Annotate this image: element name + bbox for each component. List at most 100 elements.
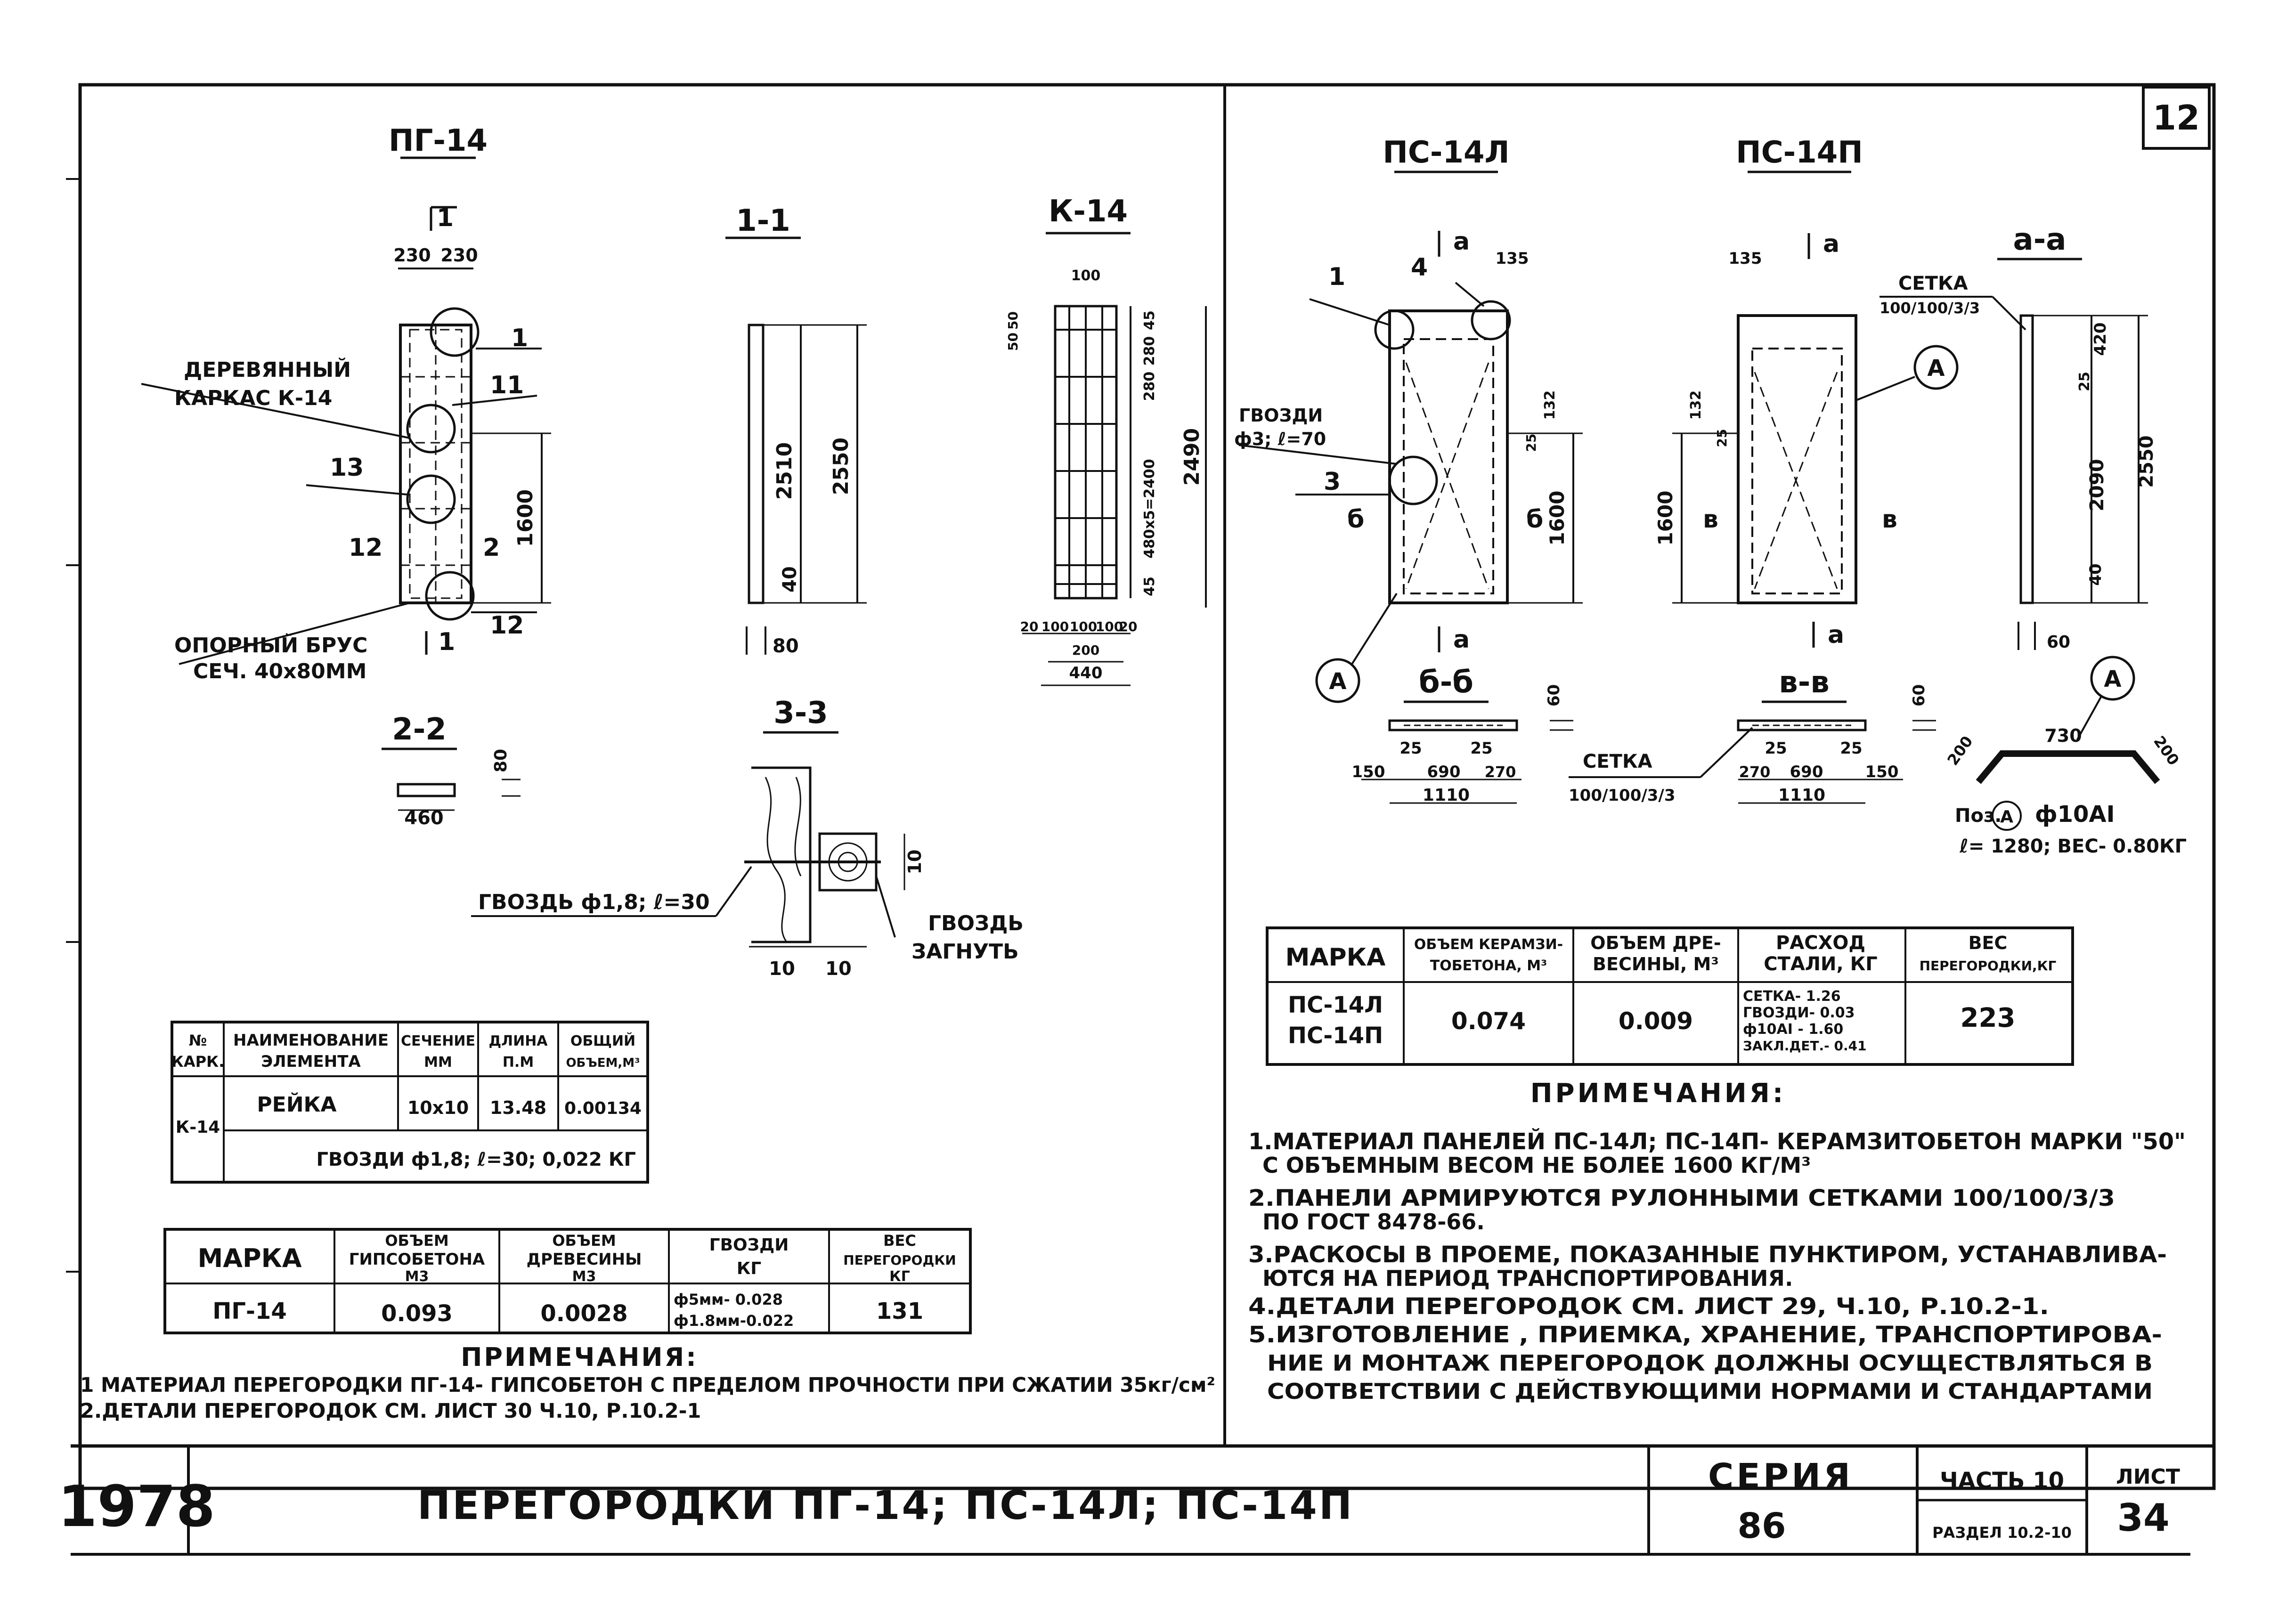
section-3-3-dim-left: 10	[769, 958, 795, 980]
pg14-table-h-wood-2: ДРЕВЕСИНЫ	[527, 1250, 642, 1269]
section-3-3-nail-right-2: ЗАГНУТЬ	[911, 940, 1019, 964]
pg14-beam-label-1: ОПОРНЫЙ БРУС	[174, 633, 367, 658]
section-b-b: б-б 60 150 25 690 25 270 1110	[1352, 665, 1573, 805]
ps-table-h-mark: МАРКА	[1286, 943, 1386, 972]
notes-right-line-4: ПО ГОСТ 8478-66.	[1262, 1209, 1485, 1234]
ps-table-h-steel-2: СТАЛИ, КГ	[1764, 953, 1878, 975]
section-b-b-title: б-б	[1419, 665, 1473, 700]
ps14p-callout-a: A	[1927, 355, 1945, 382]
section-2-2-dim-460: 460	[404, 807, 444, 829]
ps-table-mark-2: ПС-14П	[1288, 1023, 1383, 1049]
ps-table-h-wood-2: ВЕСИНЫ, М³	[1593, 954, 1719, 974]
pg14-dim-top-1: 230	[393, 245, 431, 266]
k14-table-mark: К-14	[176, 1118, 220, 1137]
ps14l-cut-b-right: б	[1526, 505, 1543, 534]
section-a-a-dim-2090: 2090	[2086, 459, 2108, 511]
section-v-v-mesh-label-1: СЕТКА	[1583, 751, 1652, 772]
k14-dim-bottom-100c: 100	[1096, 619, 1123, 634]
ps14l-callout-3: 3	[1324, 468, 1341, 496]
section-1-1-dim-80: 80	[773, 635, 799, 657]
ps14l-nails-label-1: ГВОЗДИ	[1239, 405, 1323, 426]
pg14-table-h-weight-1: ВЕС	[883, 1232, 916, 1250]
section-1-1-title: 1-1	[736, 203, 790, 238]
section-1-1: 1-1 2510 2550 40 80	[725, 203, 867, 657]
section-2-2-title: 2-2	[392, 712, 447, 747]
ps14l-callout-1: 1	[1328, 263, 1345, 291]
ps14l-dim-135: 135	[1496, 249, 1529, 268]
notes-left-title: ПРИМЕЧАНИЯ:	[461, 1342, 698, 1372]
pg14-table-gyps: 0.093	[381, 1300, 453, 1327]
notes-right-line-8: 5.ИЗГОТОВЛЕНИЕ , ПРИЕМКА, ХРАНЕНИЕ, ТРАН…	[1248, 1322, 2162, 1348]
notes-right-line-3: 2.ПАНЕЛИ АРМИРУЮТСЯ РУЛОННЫМИ СЕТКАМИ 10…	[1248, 1185, 2115, 1211]
pg14-table-nails-2: ф1.8мм-0.022	[674, 1312, 794, 1330]
pg14-table-h-gyps-2: ГИПСОБЕТОНА	[349, 1250, 485, 1269]
k14-title: К-14	[1049, 194, 1128, 229]
ps-table-h-steel-1: РАСХОД	[1776, 932, 1865, 954]
k14-dim-top: 100	[1071, 268, 1101, 284]
pg14-cut-2-left: 12	[349, 534, 382, 562]
sheet-frame	[66, 83, 2216, 1556]
ps14l-dim-132: 132	[1542, 390, 1558, 420]
ps-table-h-weight-1: ВЕС	[1969, 933, 2008, 953]
section-a-a-title: a-a	[2013, 222, 2067, 257]
ps14p-mesh-label-2: 100/100/3/3	[1879, 299, 1980, 317]
pg14-cut-2-right: 2	[483, 534, 500, 562]
detail-a-dim-200-right: 200	[2150, 732, 2182, 769]
ps14l-callout-4: 4	[1411, 253, 1428, 282]
pg14-table-h-wood-1: ОБЪЕМ	[552, 1232, 616, 1250]
pg14-cut-mark-bottom: 1	[438, 628, 455, 656]
ps14p-dim-25: 25	[1714, 429, 1730, 447]
ps-table-h-concrete-2: ТОБЕТОНА, М³	[1430, 958, 1547, 974]
section-b-b-dim-25a: 25	[1399, 739, 1422, 758]
notes-left-item-2: 2.ДЕТАЛИ ПЕРЕГОРОДОК СМ. ЛИСТ 30 Ч.10, Р…	[80, 1399, 701, 1423]
ps14p-cut-v-right: в	[1882, 505, 1897, 534]
title-block-year: 1978	[58, 1474, 215, 1540]
ps14p-title: ПС-14П	[1736, 135, 1863, 170]
section-b-b-dim-270: 270	[1485, 763, 1516, 781]
k14-table-h-no-1: №	[189, 1031, 207, 1049]
k14-dim-right-45b: 45	[1141, 577, 1158, 596]
ps14p-mesh-label-1: СЕТКА	[1898, 273, 1968, 294]
ps14l-nails-label-2: ф3; ℓ=70	[1234, 429, 1326, 449]
title-block-series-label: СЕРИЯ	[1708, 1456, 1853, 1497]
sheet-number: 12	[2153, 98, 2200, 138]
section-1-1-dim-40: 40	[779, 566, 801, 593]
pg14-dim-1600: 1600	[513, 489, 537, 547]
ps-table-concrete: 0.074	[1451, 1007, 1526, 1035]
detail-a-callout: A	[2104, 666, 2121, 692]
pg14-table-h-nails-1: ГВОЗДИ	[709, 1235, 789, 1255]
ps-table-h-weight-2: ПЕРЕГОРОДКИ,КГ	[1920, 958, 2057, 974]
ps-table-h-wood-1: ОБЪЕМ ДРЕ-	[1590, 933, 1721, 953]
k14-dim-bottom-20b: 20	[1119, 619, 1138, 634]
k14-dim-right-2400: 480х5=2400	[1141, 459, 1158, 558]
section-3-3: 3-3 10 10 10 ГВОЗДЬ ф1,8; ℓ=30 ГВОЗДЬ ЗА…	[471, 696, 1024, 980]
k14-table-element: РЕЙКА	[257, 1092, 336, 1117]
section-a-a: a-a 420 25 2090 2550 40 60	[1997, 222, 2157, 652]
ps-table: МАРКА ОБЪЕМ КЕРАМЗИ- ТОБЕТОНА, М³ ОБЪЕМ …	[1266, 926, 2074, 1066]
section-b-b-dim-25b: 25	[1470, 739, 1492, 758]
pg14-dim-top-2: 230	[440, 245, 478, 266]
k14-dim-bottom-100a: 100	[1041, 619, 1069, 634]
section-b-b-dim-150: 150	[1352, 763, 1385, 781]
section-v-v-dim-150: 150	[1865, 763, 1899, 781]
detail-a-dim-200-left: 200	[1944, 732, 1976, 769]
k14-dim-bottom-200: 200	[1072, 642, 1099, 658]
notes-right-line-9: НИЕ И МОНТАЖ ПЕРЕГОРОДОК ДОЛЖНЫ ОСУЩЕСТВ…	[1267, 1350, 2153, 1376]
k14-table-h-no-2: КАРК.	[171, 1053, 225, 1071]
detail-a: A 730 200 200 Поз. A ф10АⅠ ℓ= 1280; ВЕС-…	[1944, 656, 2187, 857]
notes-right: ПРИМЕЧАНИЯ: 1.МАТЕРИАЛ ПАНЕЛЕЙ ПС-14Л; П…	[1248, 1078, 2186, 1404]
ps14p-view: ПС-14П a a в в 135 132 25 1600 A СЕТКА 1…	[1654, 135, 2026, 649]
k14-table-h-name-1: НАИМЕНОВАНИЕ	[233, 1031, 389, 1050]
pg14-table: МАРКА ОБЪЕМ ГИПСОБЕТОНА М3 ОБЪЕМ ДРЕВЕСИ…	[163, 1228, 972, 1334]
k14-table-nails: ГВОЗДИ ф1,8; ℓ=30; 0,022 КГ	[317, 1149, 636, 1170]
title-block-series-value: 86	[1738, 1506, 1786, 1546]
pg14-title: ПГ-14	[389, 123, 488, 158]
ps14l-dim-25: 25	[1523, 434, 1539, 452]
ps14l-cut-a-bottom: a	[1453, 625, 1470, 654]
k14-table-h-name-2: ЭЛЕМЕНТА	[261, 1052, 361, 1071]
k14-table-h-volume-1: ОБЩИЙ	[570, 1032, 635, 1049]
ps-table-steel-4: ЗАКЛ.ДЕТ.- 0.41	[1743, 1038, 1867, 1054]
ps14p-cut-v-left: в	[1703, 505, 1718, 534]
title-block-title: ПЕРЕГОРОДКИ ПГ-14; ПС-14Л; ПС-14П	[417, 1482, 1354, 1528]
section-2-2: 2-2 460 80	[382, 712, 521, 829]
